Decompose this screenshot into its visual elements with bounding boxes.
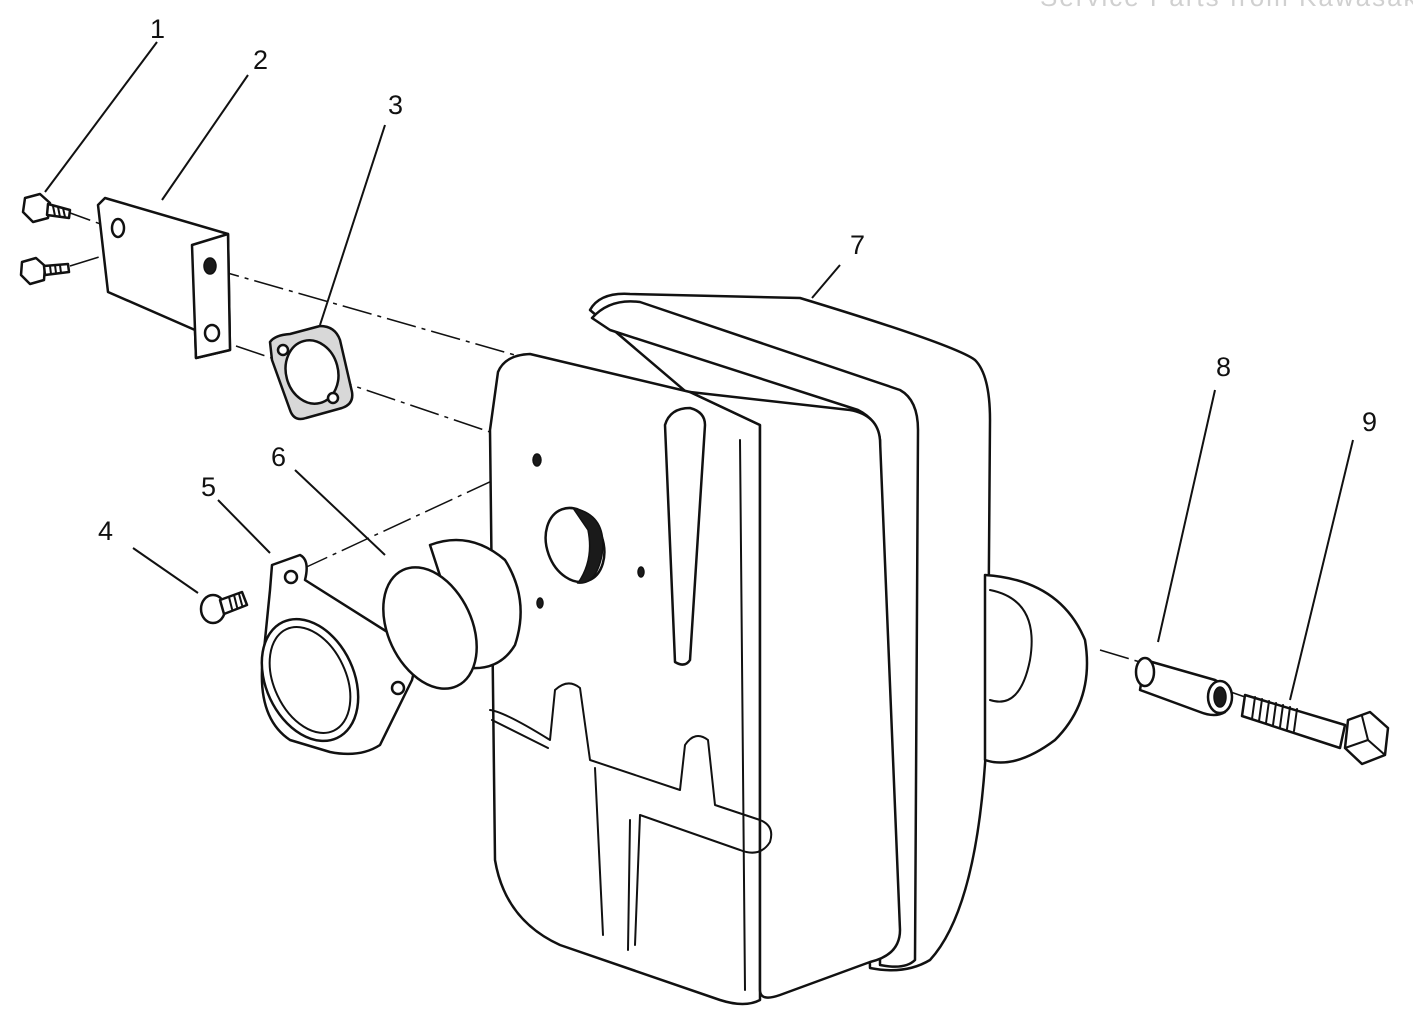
callout-9: 9 <box>1362 407 1377 437</box>
spark-arrestor-screen-icon <box>382 538 522 690</box>
callout-labels: 1 2 3 4 5 6 7 8 9 <box>98 14 1377 546</box>
callout-8: 8 <box>1216 352 1231 382</box>
mounting-bracket-icon <box>96 196 232 360</box>
page-header: Service Parts from Kawasaki <box>1040 0 1413 12</box>
callout-5: 5 <box>201 472 216 502</box>
long-hex-bolt-icon <box>1240 693 1390 766</box>
callout-6: 6 <box>271 442 286 472</box>
exhaust-outlet-flange-icon <box>260 553 416 756</box>
muffler-body-icon <box>488 292 1089 1006</box>
spacer-sleeve-icon <box>1134 656 1234 717</box>
callout-2: 2 <box>253 45 268 75</box>
callout-1: 1 <box>150 14 165 44</box>
exhaust-gasket-icon <box>268 324 354 421</box>
callout-4: 4 <box>98 516 113 546</box>
callout-7: 7 <box>850 230 865 260</box>
leader-lines <box>44 41 1354 701</box>
screw-icon <box>199 590 249 625</box>
callout-3: 3 <box>388 90 403 120</box>
hex-flange-bolt-icon <box>19 192 72 286</box>
